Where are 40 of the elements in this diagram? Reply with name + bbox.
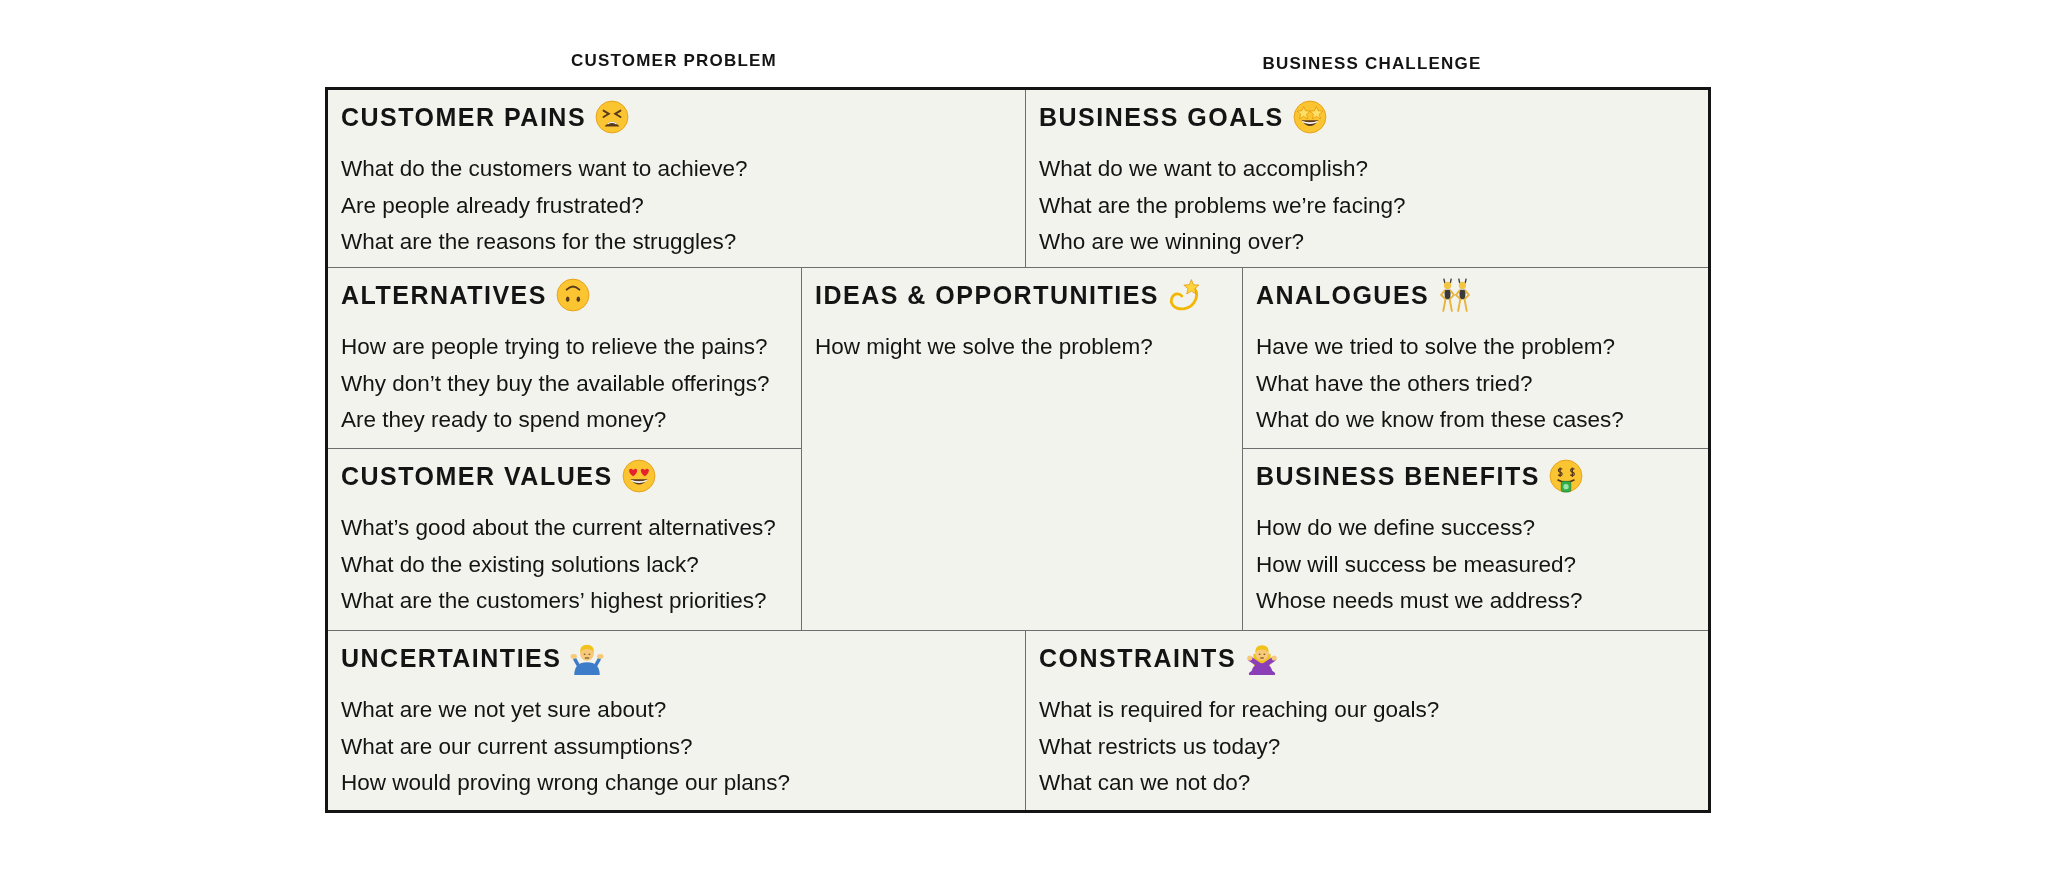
question-text: What are the problems we’re facing?	[1039, 191, 1406, 220]
column-heading: CUSTOMER PROBLEM	[571, 51, 777, 71]
question-text: Have we tried to solve the problem?	[1256, 333, 1615, 361]
question-text: What are we not yet sure about?	[341, 696, 667, 724]
section-heading: ALTERNATIVES	[341, 280, 547, 310]
canvas-section	[328, 449, 802, 631]
question-text: Whose needs must we address?	[1256, 587, 1583, 615]
section-heading: UNCERTAINTIES	[341, 643, 562, 673]
question-text: How would proving wrong change our plans?	[341, 769, 791, 797]
question-text: How do we define success?	[1256, 514, 1535, 542]
section-heading: CUSTOMER PAINS	[341, 102, 587, 132]
question-text: What do we know from these cases?	[1256, 406, 1624, 434]
section-heading: BUSINESS BENEFITS	[1256, 461, 1540, 491]
question-text: Are they ready to spend money?	[341, 406, 667, 434]
question-text: What can we not do?	[1039, 769, 1251, 797]
section-heading: ANALOGUES	[1256, 280, 1430, 310]
section-heading: CUSTOMER VALUES	[341, 461, 613, 491]
section-heading: CONSTRAINTS	[1039, 643, 1237, 673]
question-text: What do we want to accomplish?	[1039, 155, 1368, 183]
question-text: Are people already frustrated?	[341, 191, 644, 220]
canvas-section	[802, 268, 1243, 631]
question-text: What do the existing solutions lack?	[341, 550, 699, 579]
question-text: What are the reasons for the struggles?	[341, 228, 737, 256]
canvas-section	[328, 268, 802, 449]
question-text: Who are we winning over?	[1039, 228, 1305, 256]
question-text: Why don’t they buy the available offerings?	[341, 369, 770, 398]
column-heading: BUSINESS CHALLENGE	[1262, 54, 1482, 74]
canvas-section	[328, 90, 1026, 268]
question-text: What have the others tried?	[1256, 369, 1533, 398]
question-text: What are the customers’ highest priorities?	[341, 587, 767, 615]
question-text: What restricts us today?	[1039, 732, 1281, 761]
section-heading: BUSINESS GOALS	[1039, 102, 1284, 132]
question-text: How will success be measured?	[1256, 550, 1577, 579]
question-text: What’s good about the current alternatives?	[341, 514, 776, 542]
question-text: What are our current assumptions?	[341, 732, 693, 761]
section-heading: IDEAS & OPPORTUNITIES	[815, 280, 1160, 310]
question-text: What do the customers want to achieve?	[341, 155, 748, 183]
question-text: How might we solve the problem?	[815, 333, 1153, 361]
question-text: What is required for reaching our goals?	[1039, 696, 1440, 724]
question-text: How are people trying to relieve the pains?	[341, 333, 768, 361]
